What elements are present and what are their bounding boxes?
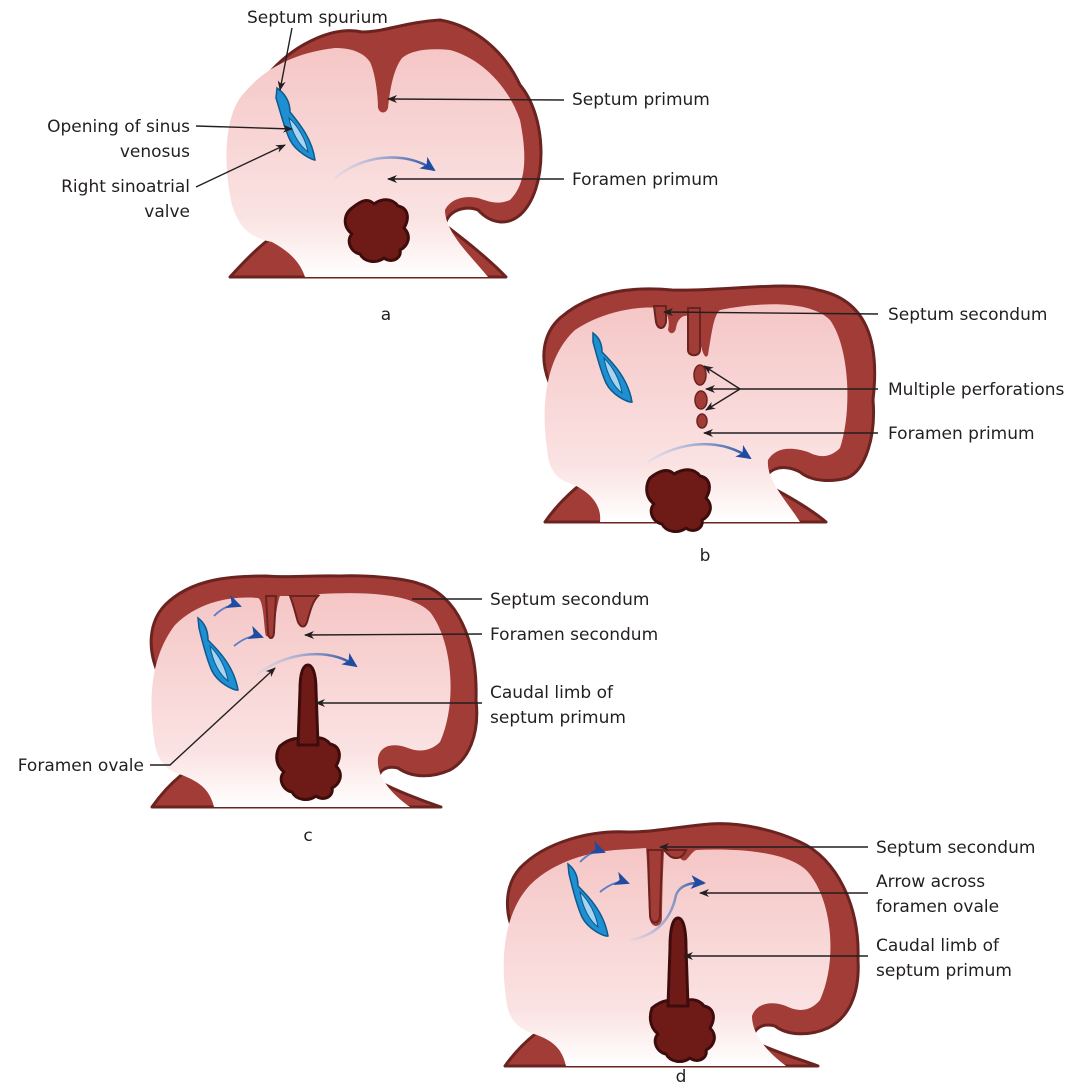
label-b-multiple-perforations: Multiple perforations (888, 380, 1065, 400)
label-opening-sinus-line1: Opening of sinus (47, 117, 190, 137)
panel-a: Septum spurium Septum primum Opening of … (47, 8, 718, 325)
panel-c-letter: c (303, 826, 312, 846)
label-b-foramen-primum: Foramen primum (888, 424, 1035, 444)
panel-c: Septum secondum Foramen secondum Caudal … (18, 576, 658, 846)
label-foramen-primum: Foramen primum (572, 170, 719, 190)
panel-b-letter: b (700, 546, 711, 566)
label-d-caudal-limb-line2: septum primum (876, 961, 1012, 981)
panel-d-cushion (650, 1000, 714, 1062)
label-sinoatrial-line2: valve (144, 202, 190, 222)
label-d-arrow-across-line1: Arrow across (876, 872, 985, 892)
label-c-foramen-ovale: Foramen ovale (18, 756, 144, 776)
panel-c-caudal-limb (298, 665, 318, 745)
label-c-caudal-limb-line2: septum primum (490, 708, 626, 728)
panel-d-caudal-limb (668, 918, 688, 1006)
panel-a-letter: a (381, 305, 391, 325)
panel-b-septum-primum (688, 308, 700, 355)
panel-c-septum-primum-upper (266, 596, 276, 638)
label-sinoatrial-line1: Right sinoatrial (61, 177, 190, 197)
panel-c-cushion (277, 738, 341, 800)
label-b-septum-secondum: Septum secondum (888, 305, 1047, 325)
panel-b-perforation-3 (697, 414, 707, 428)
panel-d: Septum secondum Arrow across foramen ova… (504, 824, 1036, 1087)
panel-b-perforation-2 (695, 391, 707, 409)
label-opening-sinus-line2: venosus (120, 142, 190, 162)
panel-b-cushion (647, 470, 711, 532)
panel-a-cushion (345, 200, 408, 262)
label-d-septum-secondum: Septum secondum (876, 838, 1035, 858)
leader-c-foramen-secondum (305, 634, 482, 635)
panel-d-septum-primum (648, 850, 662, 923)
label-d-arrow-across-line2: foramen ovale (876, 897, 999, 917)
panel-d-letter: d (676, 1067, 687, 1087)
label-septum-primum: Septum primum (572, 90, 710, 110)
panel-b: Septum secondum Multiple perforations Fo… (544, 286, 1065, 566)
label-septum-spurium: Septum spurium (247, 8, 388, 28)
label-c-septum-secondum: Septum secondum (490, 590, 649, 610)
leader-septum-primum (388, 99, 564, 100)
label-c-foramen-secondum: Foramen secondum (490, 625, 658, 645)
label-c-caudal-limb-line1: Caudal limb of (490, 683, 614, 703)
panel-b-perforation-1 (694, 365, 706, 385)
label-d-caudal-limb-line1: Caudal limb of (876, 936, 1000, 956)
